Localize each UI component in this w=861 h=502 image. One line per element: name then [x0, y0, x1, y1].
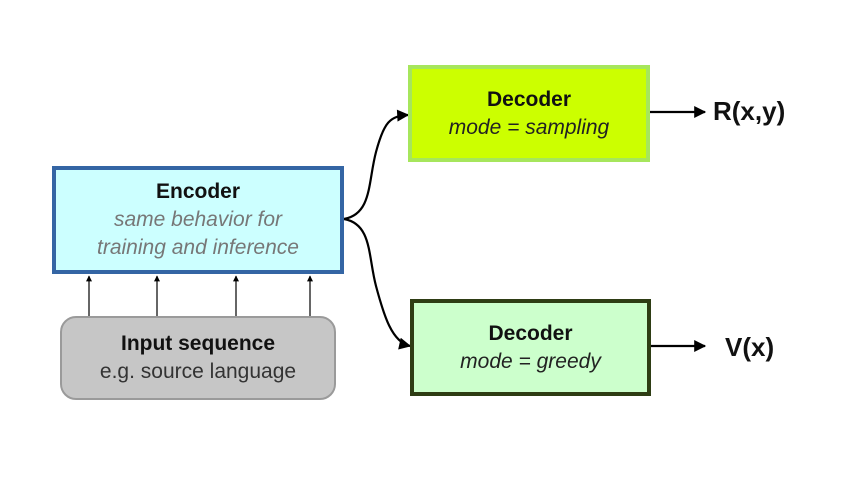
- encoder-subtitle-line1: same behavior for: [113, 208, 283, 231]
- greedy-output-label: V(x): [725, 332, 775, 362]
- encoder-title: Encoder: [155, 180, 241, 203]
- encoder-to-sampling-decoder-arrow: [343, 109, 410, 221]
- encoder-subtitle-line2: training and inference: [97, 236, 299, 259]
- decoder-sampling-box: Decoder mode = sampling: [408, 65, 650, 162]
- input-sequence-subtitle: e.g. source language: [99, 360, 297, 383]
- sampling-output-label: R(x,y): [713, 96, 786, 126]
- decoder-greedy-mode: mode = greedy: [460, 349, 601, 373]
- decoder-greedy-box: Decoder mode = greedy: [410, 299, 651, 396]
- decoder-sampling-title: Decoder: [486, 87, 572, 111]
- decoder-greedy-title: Decoder: [488, 321, 573, 345]
- decoder-sampling-mode: mode = sampling: [448, 115, 610, 139]
- input-sequence-title: Input sequence: [120, 332, 276, 355]
- encoder-to-greedy-decoder-arrow: [343, 217, 412, 350]
- input-sequence-box: Input sequence e.g. source language: [60, 316, 336, 400]
- encoder-box: Encoder same behavior for training and i…: [52, 166, 344, 274]
